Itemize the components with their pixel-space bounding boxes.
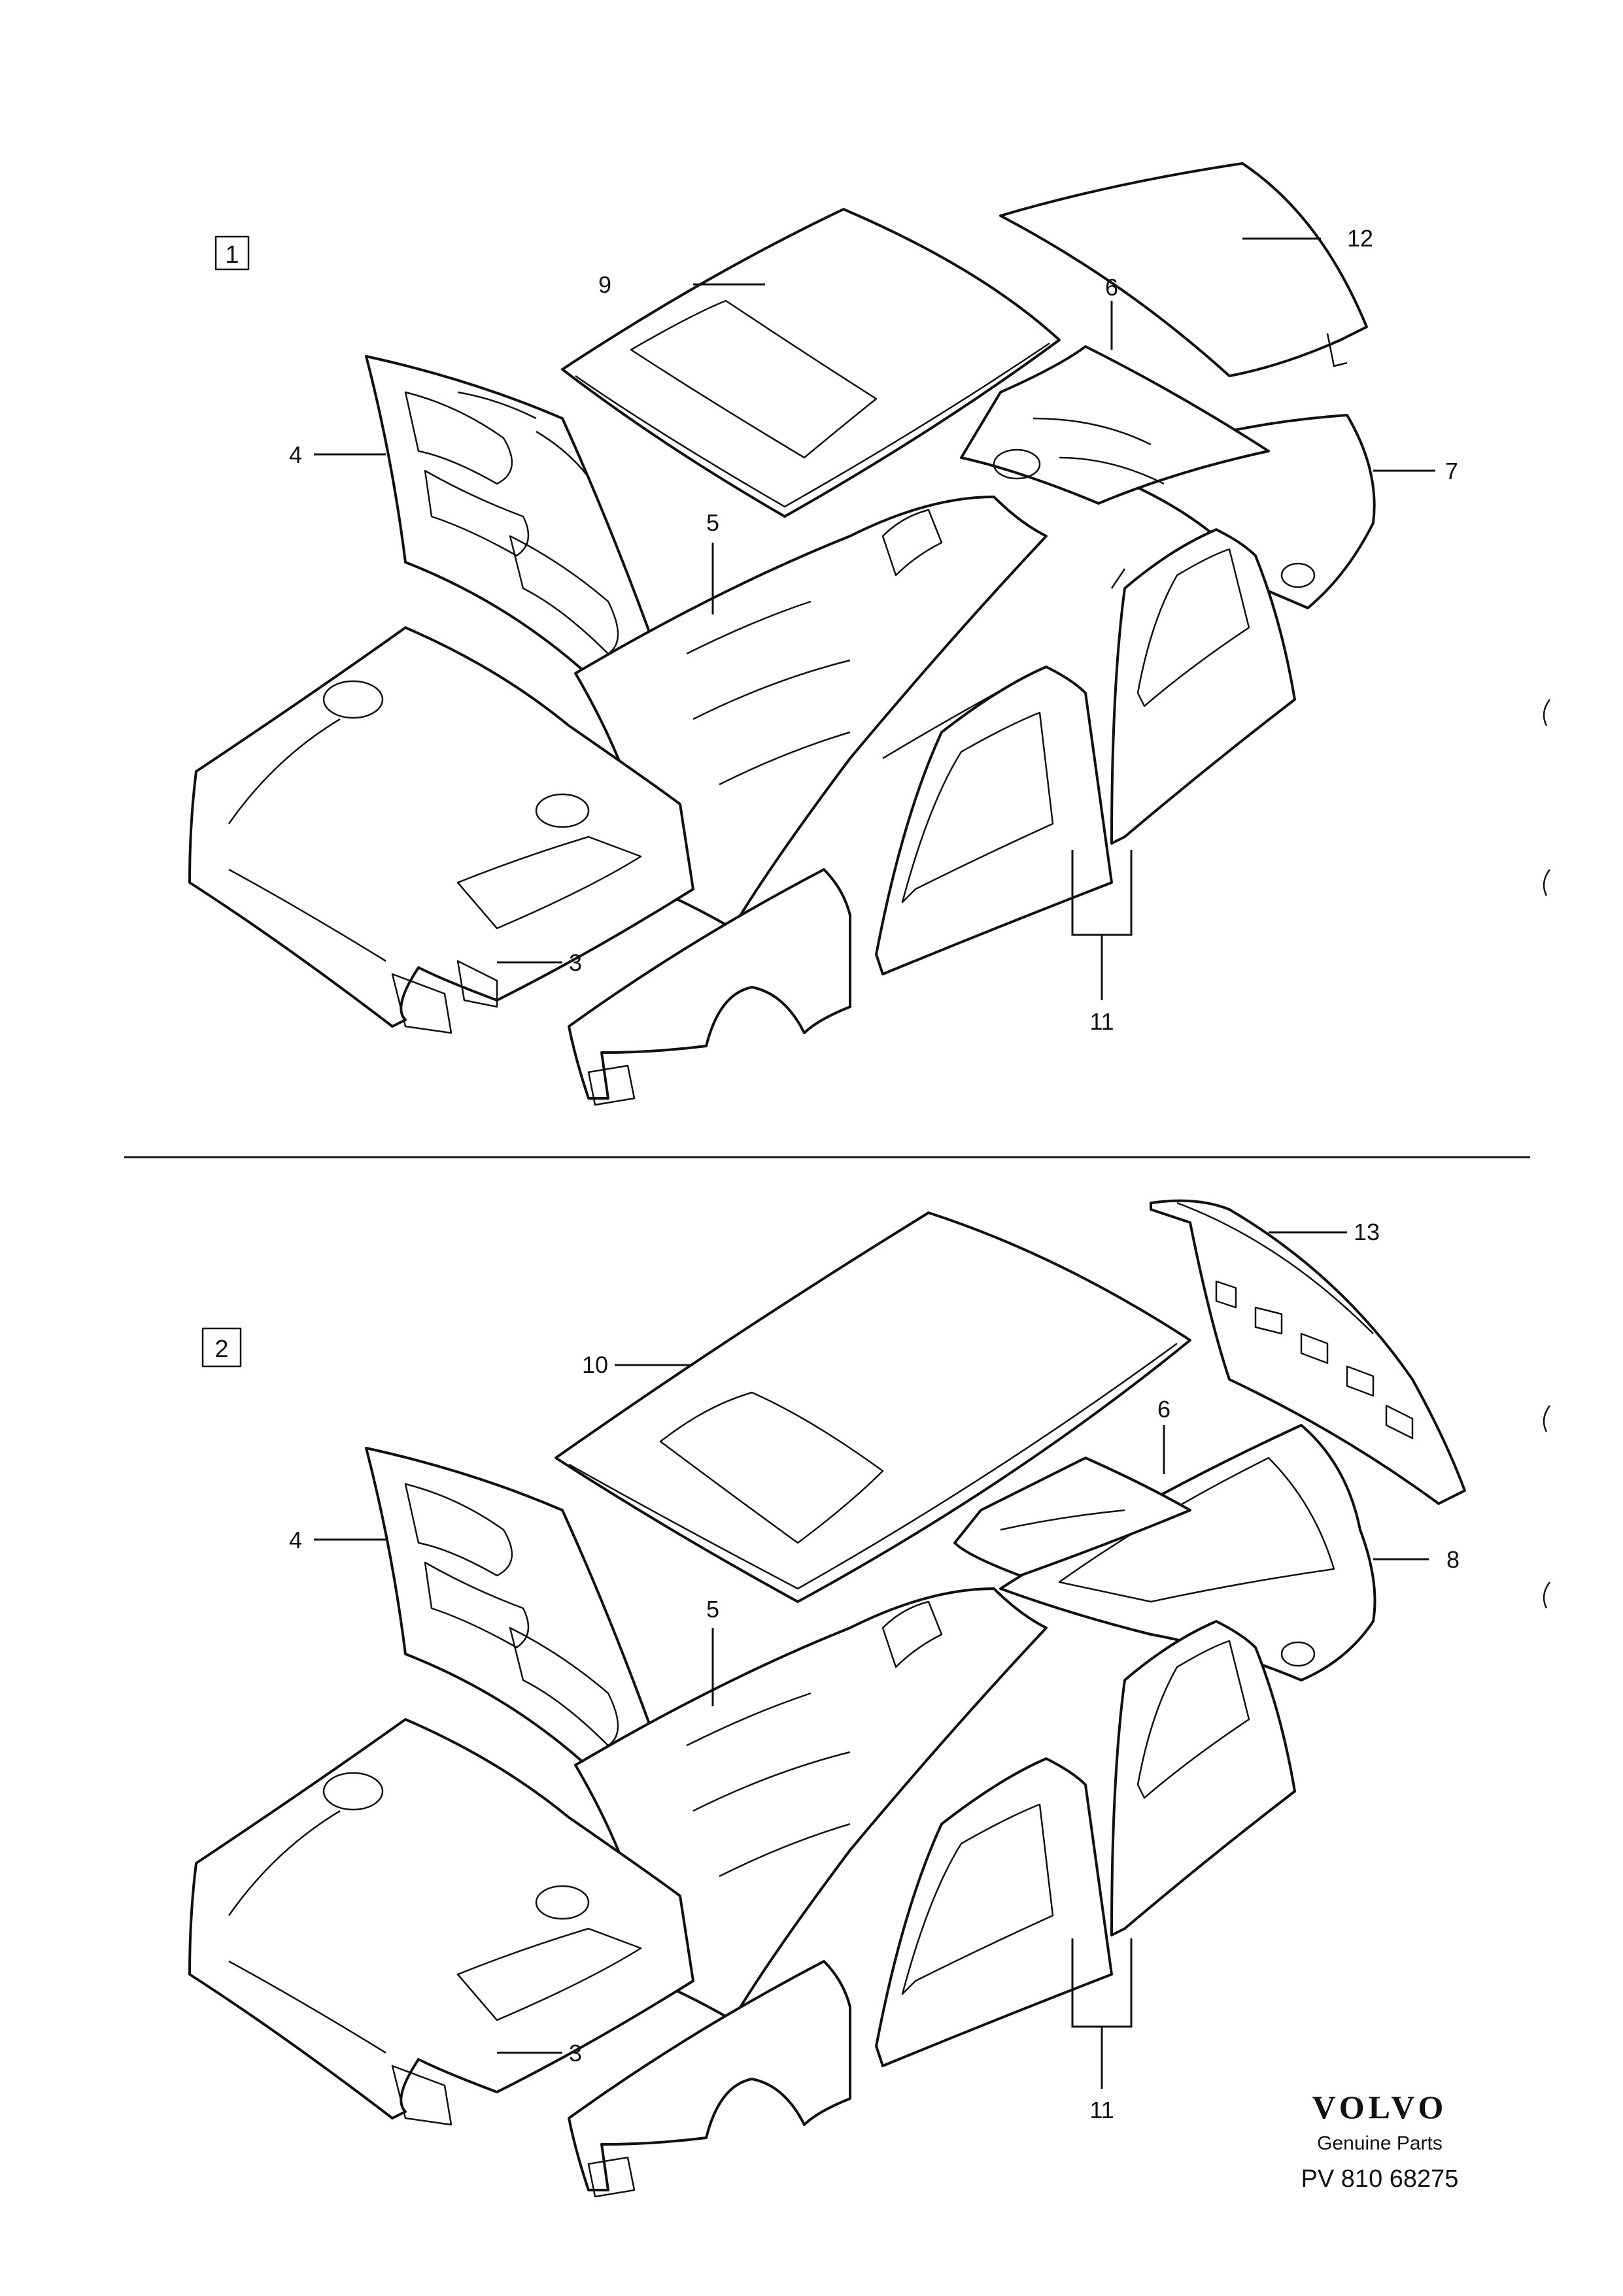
- callout-10: 10: [582, 1351, 608, 1378]
- callout-3: 3: [569, 949, 582, 976]
- sunroof-opening: [630, 299, 878, 459]
- front-door-part-2: [875, 1757, 1113, 2067]
- callout-7: 7: [1445, 458, 1458, 484]
- callout-8: 8: [1446, 1546, 1460, 1573]
- trunk-lid-part: [999, 162, 1368, 377]
- rear-door-part-2: [1110, 1620, 1296, 1936]
- callout-11: 11: [1089, 1008, 1114, 1035]
- volvo-logo: VOLVO: [1312, 2089, 1448, 2125]
- front-structure-part-2: [188, 1718, 694, 2119]
- roof-panel-part: [561, 208, 1061, 518]
- callout-6: 6: [1105, 274, 1118, 301]
- variant-1-box: [214, 235, 250, 271]
- tailgate-part: [1150, 1199, 1466, 1505]
- variant-2-number: 2: [214, 1336, 228, 1363]
- callout-5: 5: [706, 509, 719, 536]
- callout-4: 4: [289, 441, 302, 468]
- rear-floor-part: [960, 345, 1270, 505]
- variant-2-box: [201, 1327, 242, 1368]
- estate-roof-part: [555, 1211, 1191, 1603]
- genuine-parts-tagline: Genuine Parts: [1317, 2133, 1443, 2154]
- estate-side-panel-part: [999, 1424, 1376, 1681]
- callout-9: 9: [598, 271, 611, 298]
- callout-5-2: 5: [706, 1596, 719, 1623]
- callout-12: 12: [1347, 225, 1373, 252]
- front-door-part: [875, 666, 1113, 975]
- variant-1-number: 1: [225, 241, 239, 269]
- variant-2-group: 2: [188, 1199, 1466, 2198]
- callout-4-2: 4: [289, 1527, 302, 1553]
- rear-door-part: [1110, 528, 1296, 845]
- estate-sunroof-opening: [659, 1391, 884, 1544]
- front-fender-part: [568, 868, 851, 1100]
- callout-3-2: 3: [569, 2040, 582, 2067]
- callout-13: 13: [1354, 1219, 1380, 1245]
- callout-11-2: 11: [1089, 2097, 1114, 2123]
- callout-6-2: 6: [1157, 1396, 1170, 1423]
- part-number: PV 810 68275: [1301, 2165, 1459, 2193]
- variant-1-group: 1: [188, 162, 1458, 1106]
- front-structure-part: [188, 626, 694, 1028]
- front-fender-part-2: [568, 1960, 851, 2191]
